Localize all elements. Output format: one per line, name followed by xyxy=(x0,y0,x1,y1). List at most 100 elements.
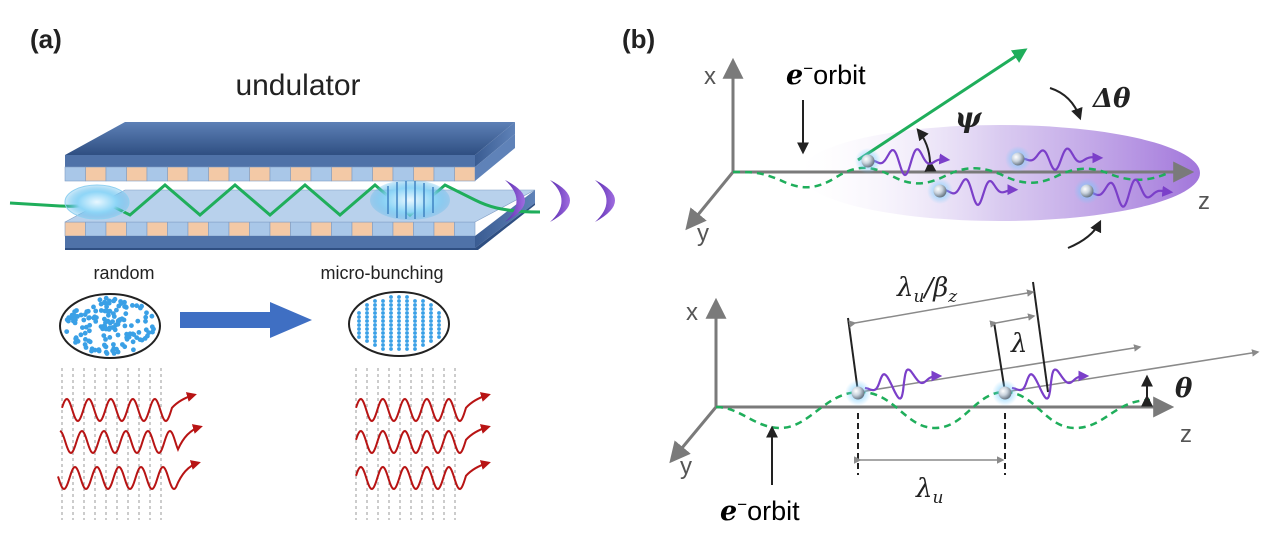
random-electron xyxy=(103,295,109,301)
top-orbit-sup: − xyxy=(803,59,813,78)
undulator-title: undulator xyxy=(235,69,360,102)
bunched-electron xyxy=(389,323,393,327)
random-electron xyxy=(98,308,104,313)
coherent-phase-waves xyxy=(355,392,491,491)
upper-magnet-side xyxy=(475,134,515,181)
random-bunch-blob xyxy=(64,184,130,220)
delta-theta-pointer-bottom xyxy=(1067,219,1102,249)
bunched-electron xyxy=(365,327,369,331)
bunched-electron xyxy=(389,311,393,315)
bunched-electron xyxy=(365,323,369,327)
random-electron xyxy=(87,315,92,321)
bunched-electron xyxy=(421,335,425,339)
lower-magnet-row xyxy=(64,189,536,237)
bunched-electron xyxy=(397,331,401,335)
red-wave xyxy=(61,392,197,423)
random-electron xyxy=(123,311,129,317)
bunched-electron xyxy=(397,343,401,347)
random-electron xyxy=(130,339,136,345)
lambda-u-beta-sub2: z xyxy=(947,287,958,307)
photon-crescent-2 xyxy=(550,180,570,222)
bunched-electron xyxy=(437,331,441,335)
random-electron xyxy=(104,351,110,356)
random-electron xyxy=(78,312,84,318)
upper-magnet xyxy=(105,166,127,182)
bunched-electron xyxy=(413,343,417,347)
undulator-top-front xyxy=(65,155,475,167)
bunched-electron xyxy=(421,323,425,327)
random-electron xyxy=(107,325,113,331)
bottom-electron xyxy=(851,386,865,400)
lambda-label: λ xyxy=(1010,329,1027,359)
top-electron xyxy=(933,184,947,198)
top-electron xyxy=(861,154,875,168)
top-y-axis xyxy=(685,171,735,231)
random-electron xyxy=(78,332,84,338)
lower-magnet xyxy=(331,221,353,237)
upper-magnet xyxy=(85,166,107,182)
random-electron xyxy=(103,337,108,342)
bunched-electron xyxy=(381,323,385,327)
bunched-electron xyxy=(421,299,425,303)
lambda-u-sub: u xyxy=(932,488,943,508)
psi-label: ψ xyxy=(955,101,983,134)
bunched-electron xyxy=(405,295,409,299)
random-electron xyxy=(124,335,130,340)
bunched-electron xyxy=(413,319,417,323)
bunched-electron xyxy=(421,307,425,311)
lambda-u-label: λu xyxy=(915,474,943,508)
top-electrons xyxy=(855,146,1100,204)
bunched-electron xyxy=(381,347,385,351)
random-electron xyxy=(111,298,117,304)
random-electron xyxy=(93,319,99,324)
bunched-electron xyxy=(381,327,385,331)
bunched-electron xyxy=(365,335,369,339)
bunched-electron xyxy=(421,315,425,319)
photon-wavepacket xyxy=(1021,147,1104,172)
random-electron xyxy=(97,297,103,303)
red-wave xyxy=(57,460,201,491)
bunched-electron xyxy=(421,319,425,323)
red-wave xyxy=(59,424,203,455)
upper-magnet xyxy=(433,166,455,182)
upper-magnet xyxy=(454,166,476,182)
random-electron xyxy=(143,318,148,324)
random-electron xyxy=(82,330,88,336)
random-electron xyxy=(73,340,78,345)
bunched-electron xyxy=(405,331,409,335)
bottom-electron xyxy=(998,386,1012,400)
bottom-electrons xyxy=(845,380,1018,406)
bunched-electron xyxy=(437,323,441,327)
bunched-electron xyxy=(389,315,393,319)
random-electron xyxy=(111,311,116,316)
lower-magnet xyxy=(126,221,148,237)
bunched-electron xyxy=(381,303,385,307)
random-electron xyxy=(116,303,122,309)
bottom-orbit-dashed xyxy=(715,390,1151,430)
bunched-electron xyxy=(413,311,417,315)
lower-magnet xyxy=(228,221,250,237)
bunched-electron xyxy=(357,331,361,335)
photon-wavepacket xyxy=(864,368,943,400)
bunched-electron xyxy=(381,339,385,343)
bottom-z-label: z xyxy=(1180,421,1192,448)
bunched-electron xyxy=(365,307,369,311)
photon-wavepacket xyxy=(944,178,1019,207)
bunched-electron xyxy=(381,311,385,315)
random-electron xyxy=(64,329,70,334)
photon-crescent-3 xyxy=(595,180,615,222)
lower-magnet xyxy=(85,221,107,237)
random-electron xyxy=(122,323,128,329)
bunched-electron xyxy=(437,315,441,319)
wavefront-2 xyxy=(1032,281,1049,393)
bunched-electron xyxy=(421,327,425,331)
random-electron-dots xyxy=(64,295,156,356)
red-wave xyxy=(355,424,491,455)
bunched-electron xyxy=(389,307,393,311)
bunched-electron xyxy=(405,347,409,351)
photon-wavepacket xyxy=(871,148,951,177)
random-electron xyxy=(71,318,76,324)
bunched-electron xyxy=(413,327,417,331)
random-electron xyxy=(83,337,88,342)
random-electron xyxy=(150,329,155,335)
